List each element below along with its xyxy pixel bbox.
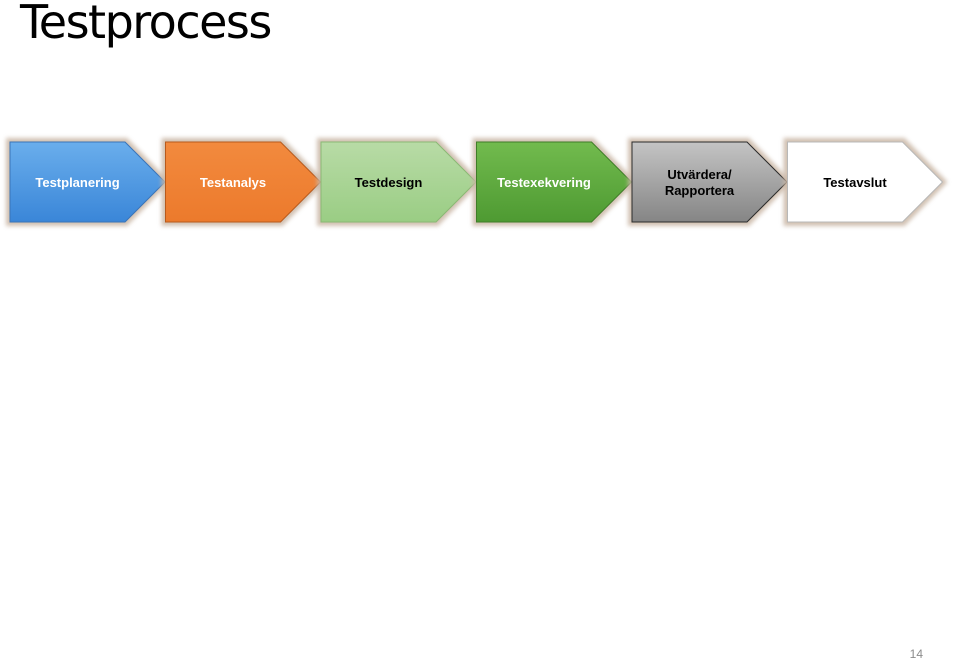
process-step-testanalys: Testanalys [161, 138, 326, 226]
step-label: Rapportera [665, 183, 735, 198]
step-label: Testanalys [200, 175, 266, 190]
process-step-testdesign: Testdesign [317, 138, 481, 226]
process-flow-diagram: Testplanering Testanalys Testdesign Testexe… [6, 138, 948, 226]
process-flow: Testplanering Testanalys Testdesign Testexe… [0, 130, 960, 240]
page-number: 14 [909, 647, 923, 661]
process-step-testexekvering: Testexekvering [472, 138, 637, 226]
step-chevron [631, 141, 788, 223]
step-label: Testdesign [355, 175, 423, 190]
step-chevron [9, 141, 166, 223]
slide-title: Testprocess [20, 0, 272, 49]
process-step-testavslut: Testavslut [783, 138, 948, 226]
step-chevron [320, 141, 477, 223]
step-label: Testavslut [823, 175, 887, 190]
step-chevron [165, 141, 322, 223]
step-label: Testplanering [35, 175, 119, 190]
process-step-testplanering: Testplanering [6, 138, 170, 226]
step-chevron [476, 141, 633, 223]
step-label: Utvärdera/ [667, 167, 732, 182]
process-step-utvardera-rapportera: Utvärdera/Rapportera [628, 138, 792, 226]
step-chevron [787, 141, 944, 223]
step-label: Testexekvering [497, 175, 591, 190]
